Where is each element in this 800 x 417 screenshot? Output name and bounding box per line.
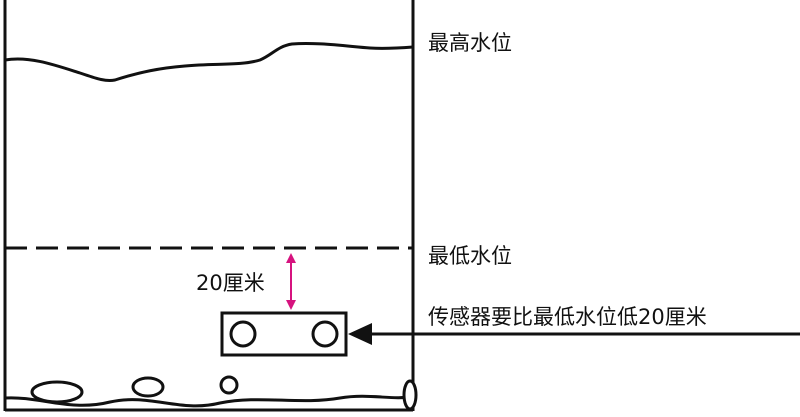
max-water-surface [4,41,414,82]
sensor-pointer-arrow [348,323,800,345]
gap-arrow [286,253,296,310]
gap-distance-label: 20厘米 [196,271,265,295]
stone [402,379,418,411]
stone [30,380,84,404]
sensor-left-port [229,320,257,348]
sensor-right-port [311,320,339,348]
sensor-placement-note: 传感器要比最低水位低20厘米 [428,305,707,329]
stone [219,375,239,395]
max-water-level-label: 最高水位 [428,31,512,55]
bottom-sediment [4,375,418,411]
stone [131,376,165,398]
min-water-level-label: 最低水位 [428,244,512,268]
sensor [220,311,348,357]
